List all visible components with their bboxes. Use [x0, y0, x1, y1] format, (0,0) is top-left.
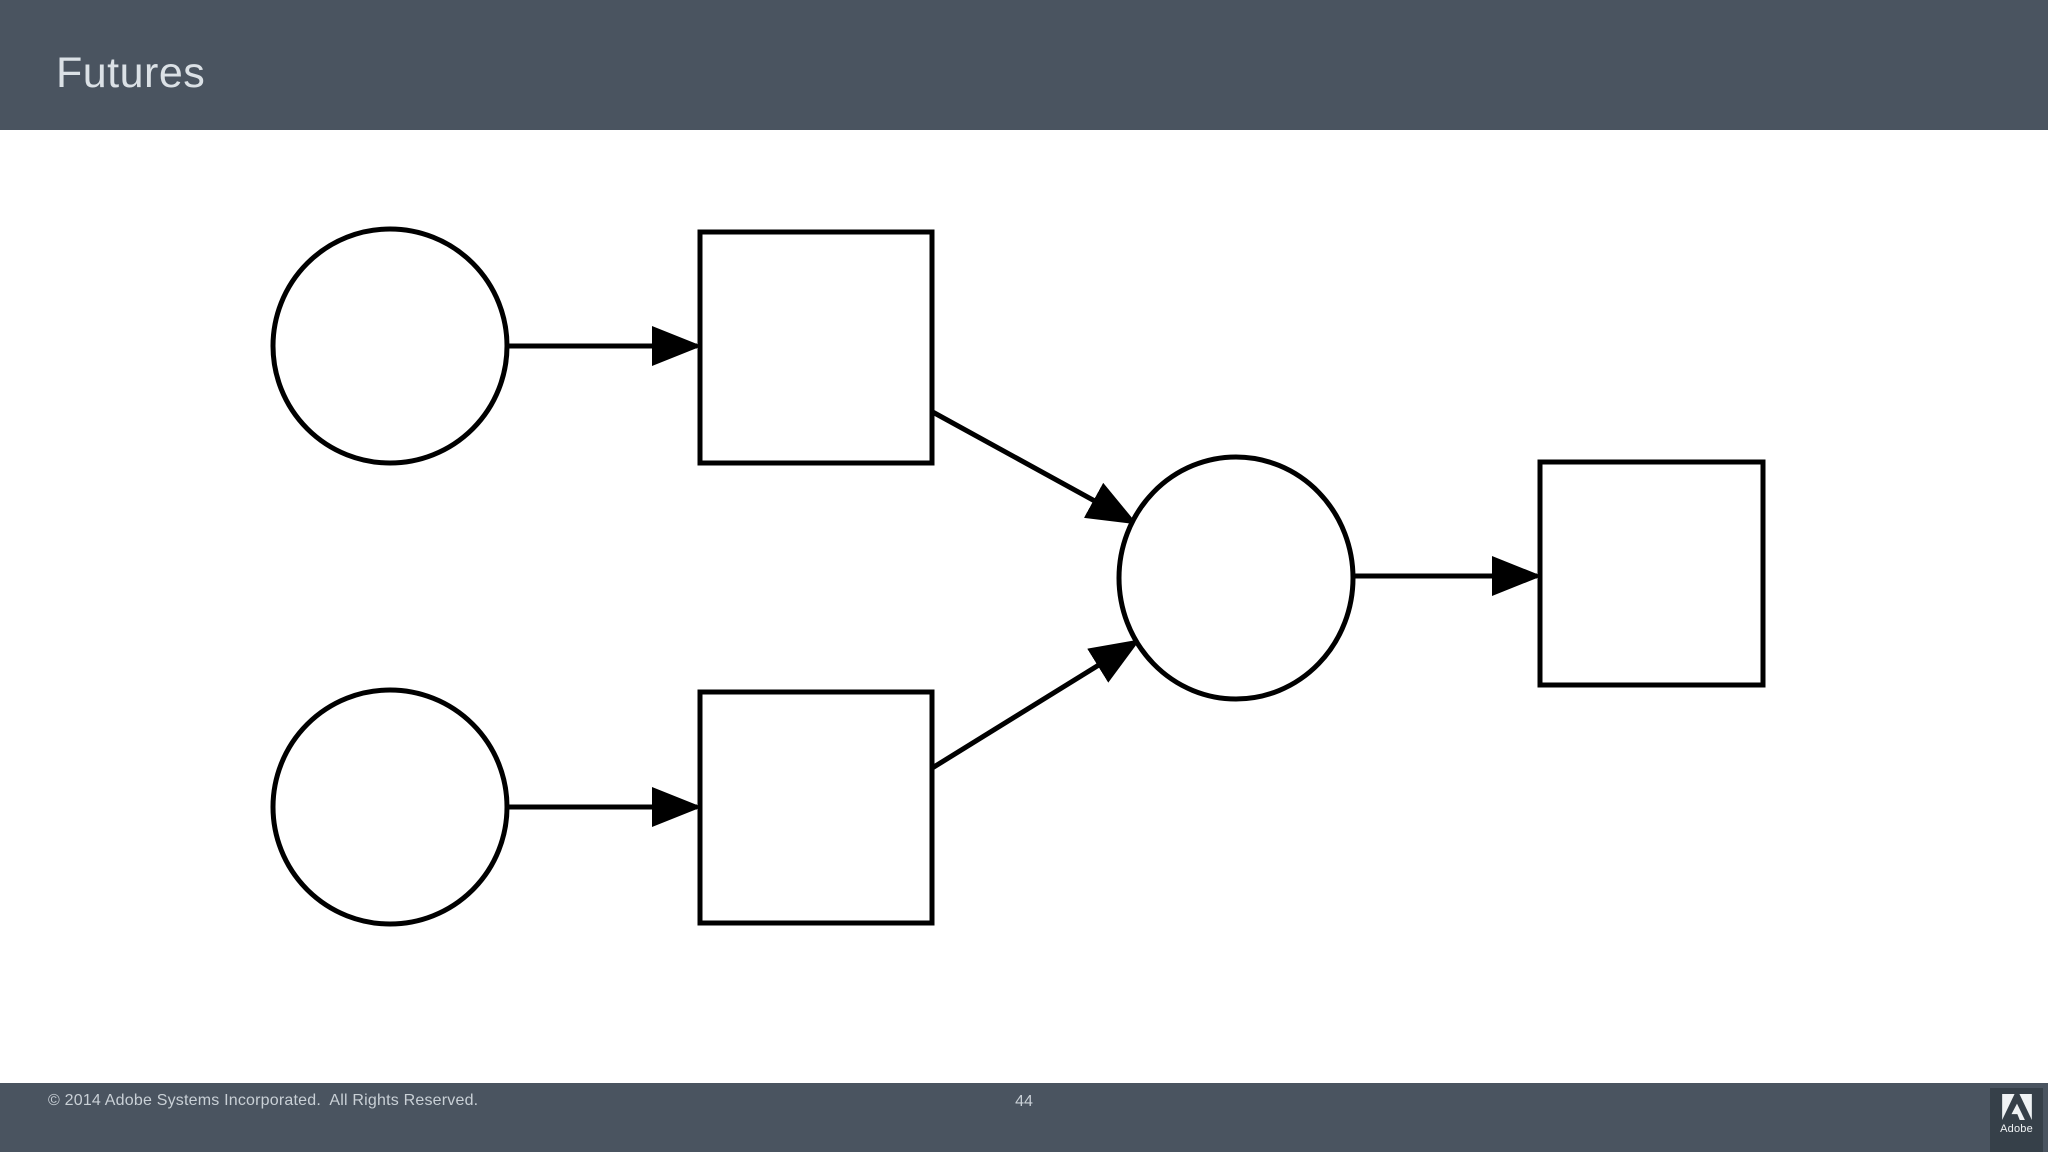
node-process-square-top	[697, 229, 935, 466]
slide-header: Futures	[0, 0, 2048, 130]
slide-footer: © 2014 Adobe Systems Incorporated. All R…	[0, 1083, 2048, 1152]
node-source-circle-bottom	[270, 687, 510, 927]
edge-top-square-to-join	[927, 407, 1138, 525]
adobe-logo-box: Adobe	[1990, 1088, 2043, 1152]
node-output-square	[1537, 459, 1766, 688]
node-join-circle	[1116, 454, 1356, 702]
adobe-logo-icon	[2001, 1094, 2032, 1120]
page-number: 44	[1015, 1093, 1033, 1110]
adobe-wordmark: Adobe	[2000, 1123, 2033, 1135]
node-source-circle-top	[270, 226, 510, 466]
node-process-square-bottom	[697, 689, 935, 926]
edge-bottom-square-to-join	[927, 639, 1141, 773]
copyright-text: © 2014 Adobe Systems Incorporated. All R…	[48, 1092, 479, 1109]
slide-title: Futures	[56, 49, 206, 97]
